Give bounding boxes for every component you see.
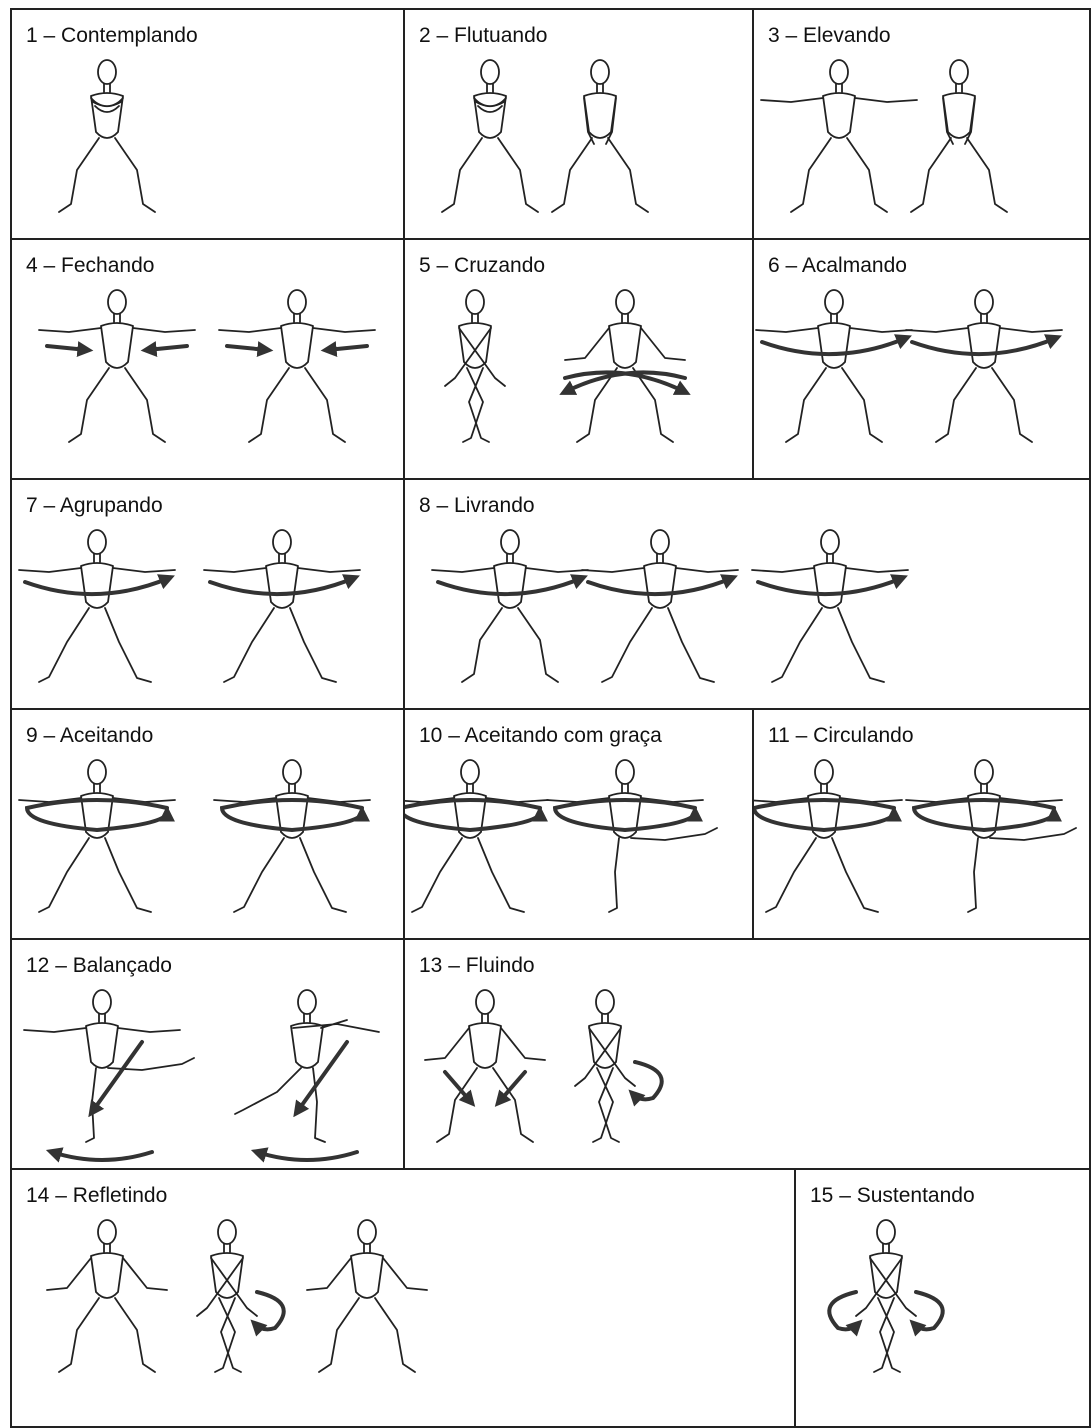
movement-panel: 8 – Livrando (403, 478, 1091, 710)
movement-arrow-icon (25, 578, 169, 594)
dancer-figure-arms-out (756, 290, 912, 442)
movement-arrow-icon (227, 346, 367, 350)
dancer-figure-arms-down (552, 60, 648, 212)
movement-arrow-icon (555, 800, 695, 830)
dancer-figure-arms-crossed (197, 1220, 284, 1372)
dancer-figure-lunge (754, 760, 902, 912)
movement-illustration (405, 710, 752, 938)
movement-illustration (754, 240, 1089, 478)
movement-panel: 6 – Acalmando (752, 238, 1091, 480)
movement-panel: 13 – Fluindo (403, 938, 1091, 1170)
dancer-figure-arms-folded (442, 60, 538, 212)
movement-arrow-icon (27, 800, 167, 830)
movement-illustration (796, 1170, 1089, 1426)
movement-illustration (405, 480, 1089, 708)
dancer-figure-arms-crossed (445, 290, 505, 442)
dancer-figure-arms-out-low (307, 1220, 427, 1372)
movement-arrow-icon (565, 372, 685, 392)
dancer-figure-arms-out (219, 290, 375, 442)
movement-arrow-icon (633, 1062, 662, 1099)
movement-arrow-icon (405, 800, 540, 830)
movement-illustration (12, 710, 403, 938)
movement-illustration (754, 10, 1089, 238)
dancer-figure-arabesque (235, 990, 379, 1160)
movement-panel: 15 – Sustentando (794, 1168, 1091, 1428)
dancer-figure-arms-out-low (565, 290, 685, 442)
movement-arrow-icon (438, 578, 582, 594)
dancer-figure-lunge (582, 530, 738, 682)
dancer-figure-lunge (204, 530, 360, 682)
movement-arrow-icon (588, 578, 732, 594)
dancer-figure-lunge (752, 530, 908, 682)
dancer-figure-arms-out (39, 290, 195, 442)
dancer-figure-arms-crossed (575, 990, 662, 1142)
movement-panel: 1 – Contemplando (10, 8, 405, 240)
movement-panel: 2 – Flutuando (403, 8, 754, 240)
movement-panel: 3 – Elevando (752, 8, 1091, 240)
dancer-figure-lunge (19, 760, 175, 912)
movement-arrow-icon (754, 800, 894, 830)
movement-panel: 11 – Circulando (752, 708, 1091, 940)
dancer-figure-arms-down (911, 60, 1007, 212)
movement-arrow-icon (758, 578, 902, 594)
movement-illustration (12, 940, 403, 1168)
movement-arrow-icon (47, 346, 187, 350)
movement-illustration (405, 240, 752, 478)
movement-panel: 4 – Fechando (10, 238, 405, 480)
dancer-figure-lunge (19, 530, 175, 682)
movement-arrow-icon (912, 338, 1056, 354)
dancer-figure-arms-crossed (829, 1220, 942, 1372)
dancer-figure-arms-out (432, 530, 588, 682)
dancer-figure-leg-raise (906, 760, 1076, 912)
movement-panel: 9 – Aceitando (10, 708, 405, 940)
movement-arrow-icon (914, 800, 1054, 830)
movement-arrow-icon (222, 800, 362, 830)
dancer-figure-leg-raise (24, 990, 194, 1160)
movement-panel: 5 – Cruzando (403, 238, 754, 480)
movement-illustration (12, 480, 403, 708)
movement-illustration (754, 710, 1089, 938)
dancer-figure-arms-folded (59, 60, 155, 212)
dancer-figure-leg-raise (547, 760, 717, 912)
dancer-figure-arms-out-low (47, 1220, 167, 1372)
movement-panel: 12 – Balançado (10, 938, 405, 1170)
movement-panel: 14 – Refletindo (10, 1168, 796, 1428)
movement-arrow-icon (255, 1292, 284, 1329)
dancer-figure-arms-out-low (425, 990, 545, 1142)
movement-illustration (12, 10, 403, 238)
movement-illustration (405, 940, 1089, 1168)
dancer-figure-arms-out (906, 290, 1062, 442)
movement-illustration (12, 1170, 794, 1426)
movement-illustration (405, 10, 752, 238)
movement-panel: 10 – Aceitando com graça (403, 708, 754, 940)
movement-illustration (12, 240, 403, 478)
movement-arrow-icon (257, 1042, 357, 1160)
dancer-figure-lunge (214, 760, 370, 912)
movement-arrow-icon (210, 578, 354, 594)
dancer-figure-lunge (405, 760, 548, 912)
movement-arrow-icon (762, 338, 906, 354)
movement-panel: 7 – Agrupando (10, 478, 405, 710)
dancer-figure-arms-out (761, 60, 917, 212)
movement-arrow-icon (52, 1042, 152, 1160)
